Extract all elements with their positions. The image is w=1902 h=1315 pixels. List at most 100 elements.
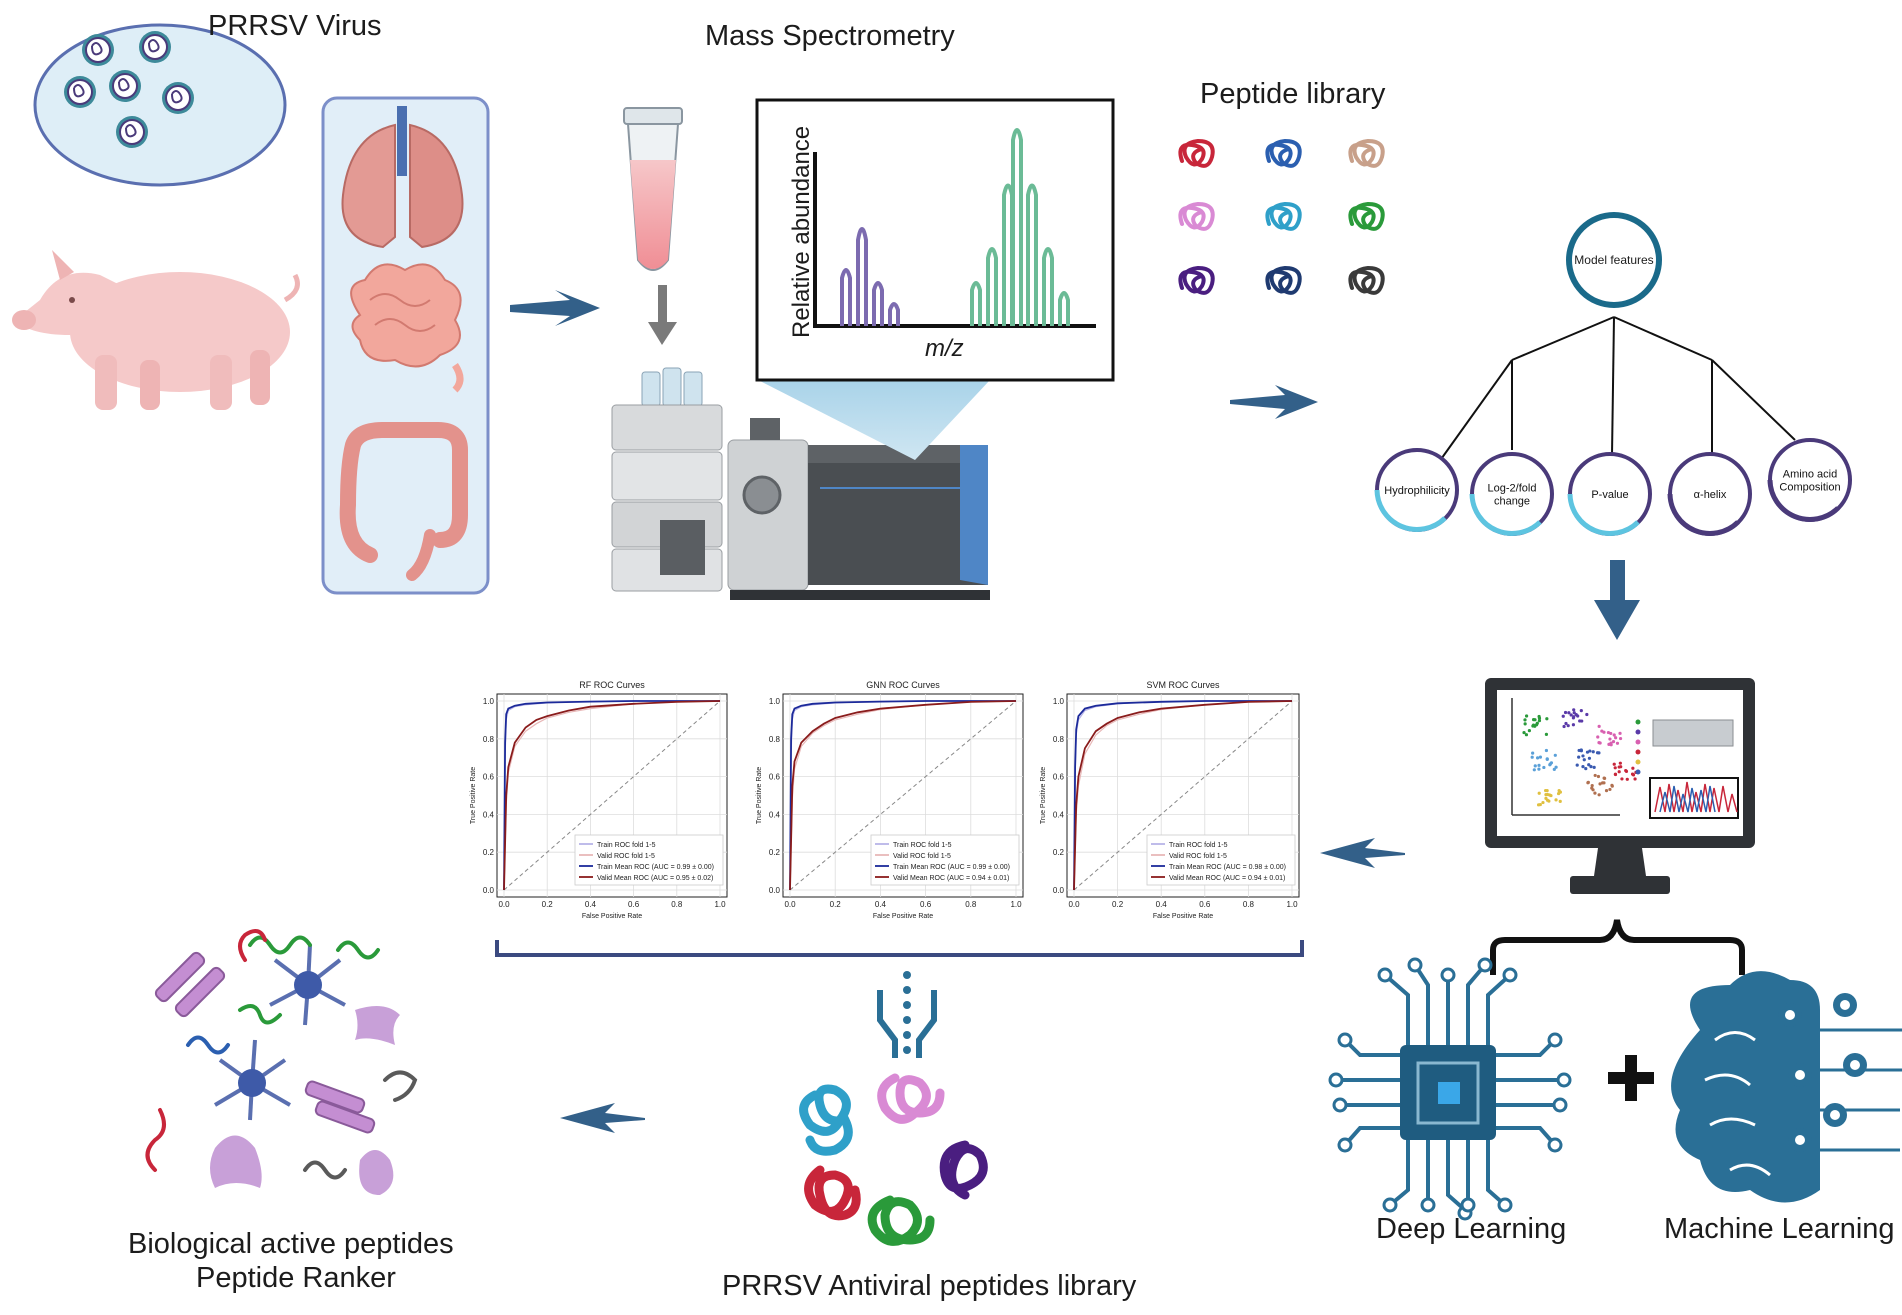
scatter-point (1537, 716, 1542, 720)
scatter-point (1544, 732, 1549, 736)
scatter-point (1564, 721, 1568, 726)
y-tick-label: 0.4 (769, 810, 781, 819)
scatter-point (1577, 755, 1581, 759)
chance-diagonal (1073, 700, 1293, 891)
scatter-point (1590, 783, 1594, 788)
x-tick-label: 0.0 (784, 900, 796, 909)
bioactive-peptides-label: Biological active peptides (128, 1228, 454, 1260)
scatter-point (1602, 776, 1607, 780)
scatter-point (1610, 783, 1614, 787)
feature-node-accent (1767, 479, 1840, 522)
scatter-point (1598, 782, 1602, 786)
feature-node-label: Composition (1779, 482, 1840, 494)
feature-node-label: Log-2/fold (1488, 483, 1537, 495)
y-tick-label: 1.0 (1053, 697, 1065, 706)
protein-blob-icon (210, 1006, 400, 1195)
mass-spectrum-panel (755, 98, 1115, 382)
organ-panel (321, 96, 490, 595)
scatter-point (1614, 736, 1618, 740)
feature-node-accent (1374, 489, 1447, 532)
antibody-cluster-icon (213, 944, 346, 1121)
roc-series-line (503, 700, 721, 891)
legend-dot (1635, 719, 1641, 725)
antiviral-peptides-cluster (799, 1073, 988, 1246)
model-features-label: Model features (1574, 253, 1654, 267)
scatter-point (1633, 777, 1637, 781)
x-axis-label: False Positive Rate (873, 913, 933, 920)
scatter-point (1567, 711, 1571, 715)
scatter-point (1631, 773, 1636, 777)
model-features-node (1566, 212, 1662, 308)
x-tick-label: 0.4 (875, 900, 887, 909)
y-axis-label: True Positive Rate (1040, 767, 1047, 824)
x-tick-label: 1.0 (714, 900, 726, 909)
scatter-point (1600, 729, 1604, 733)
gear-icon (1823, 1103, 1847, 1127)
chart-title: GNN ROC Curves (866, 680, 940, 690)
scatter-point (1554, 798, 1558, 802)
scatter-point (1549, 793, 1553, 798)
scatter-point (1566, 724, 1570, 728)
legend-entry: Valid Mean ROC (AUC = 0.94 ± 0.01) (893, 875, 1009, 882)
scatter-point (1544, 748, 1549, 753)
scatter-point (1547, 799, 1551, 803)
machine-learning-brain-icon (1671, 971, 1902, 1203)
lc-stack (611, 404, 723, 592)
scatter-point (1576, 714, 1580, 718)
x-tick-label: 0.6 (628, 900, 640, 909)
cell-icon (294, 971, 322, 999)
roc-chart: SVM ROC Curves0.00.00.20.20.40.40.60.60.… (1040, 680, 1300, 920)
virion-icon (108, 69, 142, 103)
scatter-point (1544, 793, 1548, 797)
y-tick-label: 0.0 (483, 886, 495, 895)
scatter-point (1624, 768, 1628, 773)
scatter-point (1545, 717, 1549, 721)
scatter-point (1531, 724, 1535, 728)
feature-node-label: Hydrophilicity (1384, 485, 1450, 497)
x-axis-label: False Positive Rate (1153, 913, 1213, 920)
scatter-point (1598, 741, 1602, 745)
plus-icon (1608, 1055, 1654, 1101)
scatter-point (1613, 772, 1618, 776)
y-tick-label: 0.6 (1053, 773, 1065, 782)
scatter-point (1609, 743, 1613, 747)
scatter-point (1572, 711, 1576, 715)
feature-node-label: α-helix (1694, 489, 1727, 501)
y-tick-label: 0.2 (1053, 848, 1065, 857)
peptide-strand-icon (145, 929, 418, 1180)
scatter-point (1552, 767, 1556, 771)
x-tick-label: 0.2 (542, 900, 554, 909)
feature-node-label: P-value (1591, 489, 1628, 501)
scatter-point (1593, 791, 1597, 795)
virion-icon (115, 115, 149, 149)
scatter-point (1608, 737, 1612, 741)
x-tick-label: 0.2 (1112, 900, 1124, 909)
chart-legend (574, 834, 724, 886)
monitor-neck (1594, 848, 1646, 876)
scatter-point (1609, 731, 1613, 736)
scatter-point (1562, 724, 1566, 729)
scatter-point (1537, 719, 1542, 723)
feature-node-accent (1469, 493, 1542, 536)
y-axis-label: True Positive Rate (756, 767, 763, 824)
scatter-point (1608, 787, 1612, 792)
virion-icon (81, 33, 115, 67)
scatter-point (1618, 731, 1622, 735)
scatter-point (1587, 763, 1591, 767)
roc-charts: RF ROC Curves0.00.00.20.20.40.40.60.60.8… (470, 680, 1300, 920)
gear-icon (1788, 1128, 1812, 1152)
down-arrow-icon (648, 285, 677, 345)
roc-series-line (789, 700, 1016, 891)
x-tick-label: 1.0 (1010, 900, 1022, 909)
peptide-library-label: Peptide library (1200, 78, 1386, 110)
legend-dot (1635, 729, 1641, 735)
x-tick-label: 0.0 (1068, 900, 1080, 909)
scatter-point (1586, 781, 1590, 785)
y-axis-label: True Positive Rate (470, 767, 477, 824)
scatter-point (1619, 765, 1623, 769)
peak-group-purple (840, 227, 900, 326)
legend-dot (1635, 749, 1641, 755)
lc-ms-instrument (611, 367, 990, 600)
scatter-point (1522, 730, 1526, 735)
